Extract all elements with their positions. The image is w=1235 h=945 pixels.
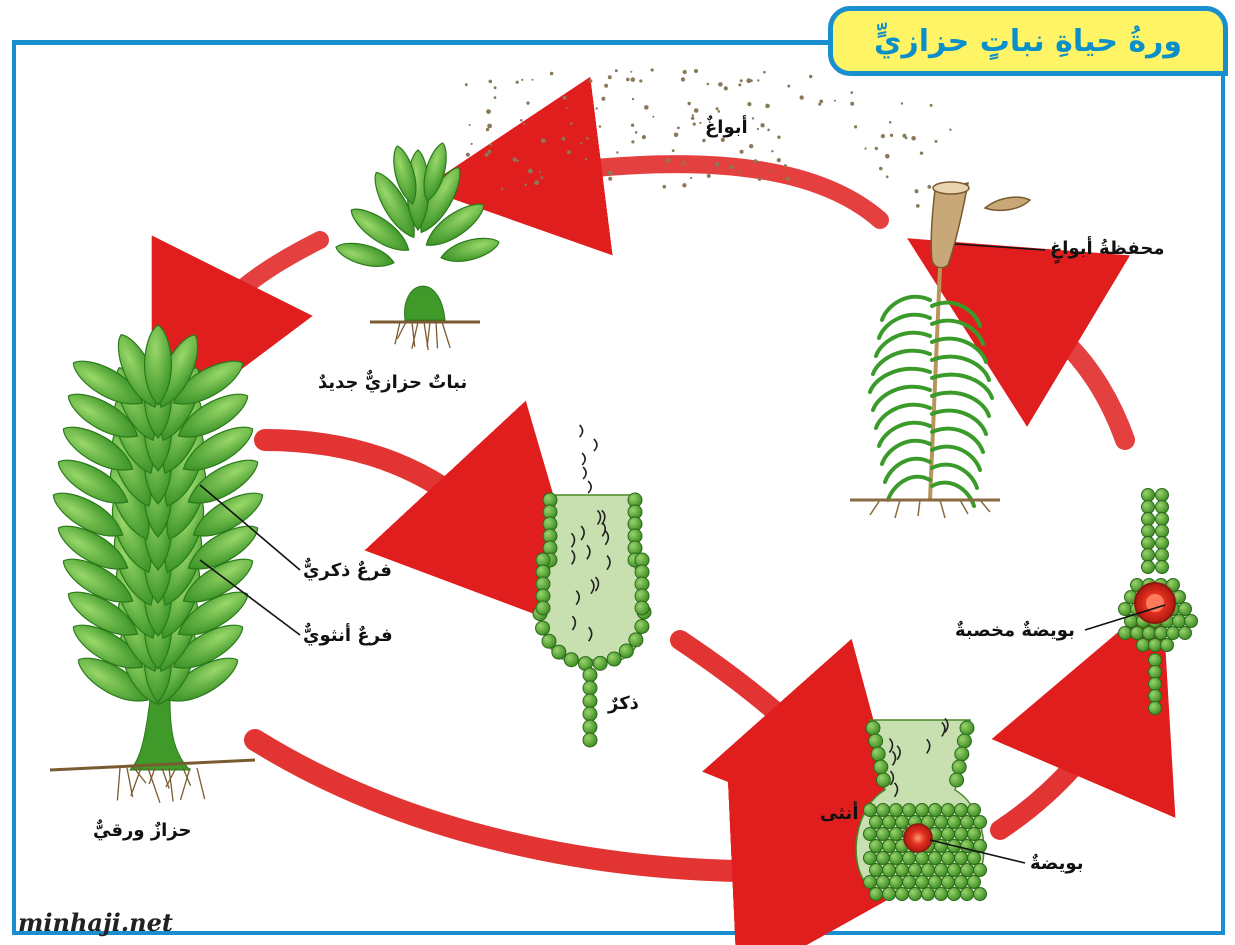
arrow-male-to-female <box>680 640 830 765</box>
label-spores: أبواغٌ <box>705 117 748 138</box>
label-spore-capsule: محفظةُ أبواغٍ <box>1050 238 1164 259</box>
leafy-moss-plant <box>47 325 270 803</box>
label-male-branch: فرعٌ ذكريٌّ <box>303 560 392 581</box>
watermark: minhaji.net <box>18 908 173 937</box>
spore-particles <box>465 68 952 215</box>
label-new-moss: نباتٌ حزازيٌّ جديدٌ <box>318 372 467 393</box>
female-archegonium <box>856 718 986 900</box>
arrow-new-moss-to-leafy <box>200 240 320 340</box>
fertilized-archegonium <box>1119 489 1198 715</box>
label-male: ذكرٌ <box>608 693 639 714</box>
arrow-leafy-to-male <box>265 440 505 540</box>
arrow-leafy-to-female <box>255 740 820 871</box>
arrow-spores-to-new-moss <box>530 164 880 220</box>
label-leafy-moss: حزازٌ ورقيٌّ <box>93 820 192 841</box>
leader-lines <box>200 244 1165 863</box>
arrow-female-to-fertilized <box>1000 705 1115 830</box>
label-fertilized-egg: بويضةٌ مخصبةٌ <box>955 620 1075 641</box>
arrow-fertilized-to-sporophyte <box>1010 300 1125 440</box>
label-female: أنثى <box>820 803 859 824</box>
sporophyte-plant <box>850 182 1030 518</box>
label-female-branch: فرعٌ أنثويٌّ <box>303 625 393 646</box>
new-moss-plant <box>333 141 501 350</box>
cycle-arrows <box>200 164 1125 871</box>
label-egg: بويضةٌ <box>1030 853 1083 874</box>
